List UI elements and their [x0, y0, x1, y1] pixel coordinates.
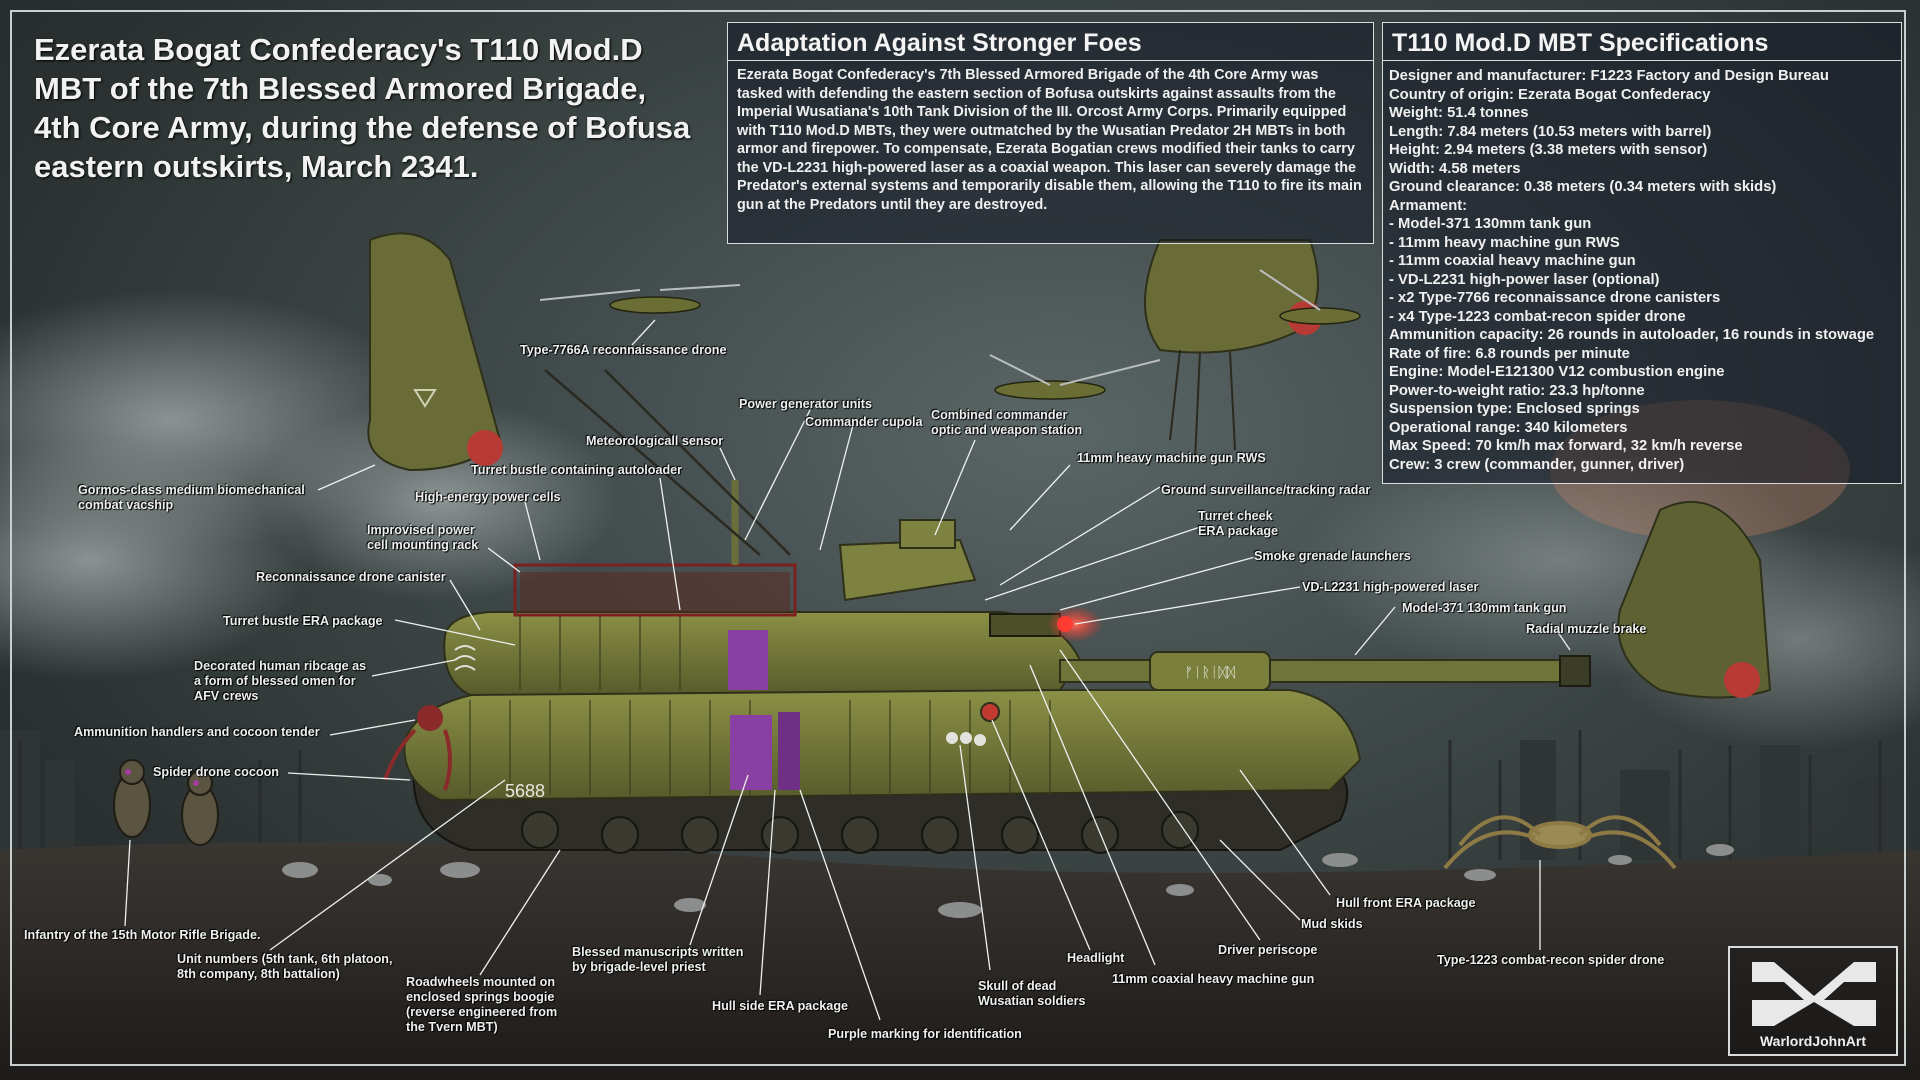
label-coaxial-mg: 11mm coaxial heavy machine gun [1112, 972, 1315, 986]
label-turret-bustle-autoloader: Turret bustle containing autoloader [471, 463, 683, 477]
specs-list: Designer and manufacturer: F1223 Factory… [1383, 61, 1901, 480]
spec-line: - VD-L2231 high-power laser (optional) [1389, 271, 1660, 288]
ground [0, 842, 1920, 1080]
infantry-soldiers [113, 759, 219, 846]
spec-line: Rate of fire: 6.8 rounds per minute [1389, 345, 1630, 362]
label-spider-drone: Type-1223 combat-recon spider drone [1437, 953, 1665, 967]
spec-line: Crew: 3 crew (commander, gunner, driver) [1389, 456, 1685, 473]
label-commander-optic: Combined commander optic and weapon stat… [931, 408, 1083, 437]
specs-heading: T110 Mod.D MBT Specifications [1383, 23, 1901, 61]
spec-line: Engine: Model-E121300 V12 combustion eng… [1389, 364, 1725, 380]
recon-drone-1 [539, 284, 741, 314]
label-smoke-launchers: Smoke grenade launchers [1254, 549, 1411, 563]
label-skull: Skull of dead Wusatian soldiers [978, 979, 1086, 1008]
artist-logo: WarlordJohnArt [1728, 946, 1898, 1056]
leader-lines [124, 319, 1571, 1021]
story-heading: Adaptation Against Stronger Foes [728, 23, 1373, 61]
label-purple-marking: Purple marking for identification [828, 1027, 1022, 1041]
tank-hull [403, 689, 1362, 802]
spec-line: Length: 7.84 meters (10.53 meters with b… [1389, 123, 1712, 140]
recon-drone-3 [1259, 269, 1361, 325]
story-panel: Adaptation Against Stronger Foes Ezerata… [727, 22, 1374, 244]
label-meteorological-sensor: Meteorologicall sensor [586, 434, 724, 448]
vacship-far-right [1617, 500, 1772, 699]
label-power-generator: Power generator units [739, 397, 872, 411]
label-mounting-rack: Improvised power cell mounting rack [367, 523, 479, 552]
main-gun-barrel [1059, 659, 1581, 683]
spec-line: Ground clearance: 0.38 meters (0.34 mete… [1389, 179, 1777, 195]
spec-line: Weight: 51.4 tonnes [1389, 105, 1529, 121]
hull-side-era-package [469, 700, 1051, 795]
spec-line: Designer and manufacturer: F1223 Factory… [1389, 68, 1829, 84]
label-roadwheels: Roadwheels mounted on enclosed springs b… [406, 975, 558, 1034]
label-vacship: Gormos-class medium biomechanical combat… [78, 483, 305, 512]
spec-line: Ammunition capacity: 26 rounds in autolo… [1389, 327, 1875, 343]
spec-line: - 11mm coaxial heavy machine gun [1389, 253, 1636, 269]
label-turret-cheek-era: Turret cheek ERA package [1198, 509, 1279, 538]
antenna-2 [604, 369, 791, 556]
t110-tank: 5688 ᚠᛁᚱᛁᛞᛞ [383, 369, 1591, 854]
story-text: Ezerata Bogat Confederacy's 7th Blessed … [737, 67, 1362, 213]
ammunition-handler [383, 705, 452, 791]
turret-bustle-era-package [519, 615, 681, 690]
label-power-cells: High-energy power cells [415, 490, 561, 504]
label-manuscripts: Blessed manuscripts written by brigade-l… [572, 945, 744, 974]
spec-line: Width: 4.58 meters [1389, 160, 1521, 177]
skull-cluster [946, 732, 986, 746]
rubble-rocks [282, 844, 1734, 918]
purple-marking [730, 715, 772, 790]
spec-line: Max Speed: 70 km/h max forward, 32 km/h … [1389, 438, 1743, 454]
dead-trees [18, 730, 1882, 860]
label-headlight: Headlight [1067, 951, 1125, 965]
label-hull-side-era: Hull side ERA package [712, 999, 849, 1013]
label-hmg-rws: 11mm heavy machine gun RWS [1077, 451, 1266, 465]
label-unit-numbers: Unit numbers (5th tank, 6th platoon, 8th… [177, 952, 393, 981]
radial-muzzle-brake [1559, 655, 1591, 687]
roadwheels [521, 811, 1199, 854]
label-radar: Ground surveillance/tracking radar [1161, 483, 1371, 497]
label-recon-drone: Type-7766A reconnaissance drone [520, 343, 727, 357]
label-ammo-handlers: Ammunition handlers and cocoon tender [74, 725, 320, 739]
spec-line: Operational range: 340 kilometers [1389, 419, 1628, 436]
spec-line: Power-to-weight ratio: 23.3 hp/tonne [1389, 382, 1645, 399]
spec-line: - x2 Type-7766 reconnaissance drone cani… [1389, 290, 1721, 306]
label-ribcage: Decorated human ribcage as a form of ble… [194, 659, 367, 703]
spider-drone [1443, 815, 1677, 870]
page-title: Ezerata Bogat Confederacy's T110 Mod.D M… [34, 32, 691, 184]
label-infantry: Infantry of the 15th Motor Rifle Brigade… [24, 928, 261, 942]
label-muzzle-brake: Radial muzzle brake [1526, 622, 1647, 636]
spec-line: Country of origin: Ezerata Bogat Confede… [1389, 86, 1711, 103]
decorated-ribcage [454, 645, 476, 671]
gun-script-marking: ᚠᛁᚱᛁᛞᛞ [1185, 665, 1236, 681]
hull-unit-number: 5688 [505, 781, 545, 801]
spec-line: - Model-371 130mm tank gun [1389, 216, 1592, 232]
spec-line: Suspension type: Enclosed springs [1389, 401, 1640, 417]
label-mud-skids: Mud skids [1301, 917, 1363, 931]
spec-line: - x4 Type-1223 combat-recon spider drone [1389, 308, 1686, 325]
label-turret-bustle-era: Turret bustle ERA package [223, 614, 383, 628]
label-hull-front-era: Hull front ERA package [1336, 896, 1476, 910]
artist-signature: WarlordJohnArt [1759, 1033, 1867, 1049]
headlight [980, 702, 1000, 722]
label-drone-canister: Reconnaissance drone canister [256, 570, 446, 584]
label-laser: VD-L2231 high-powered laser [1302, 580, 1479, 594]
label-commander-cupola: Commander cupola [805, 415, 923, 429]
label-main-gun: Model-371 130mm tank gun [1402, 601, 1567, 615]
vacship-right [1144, 239, 1322, 461]
specifications-panel: T110 Mod.D MBT Specifications Designer a… [1382, 22, 1902, 484]
spec-line: Armament: [1389, 197, 1468, 214]
spec-line: - 11mm heavy machine gun RWS [1389, 234, 1620, 251]
spec-line: Height: 2.94 meters (3.38 meters with se… [1389, 142, 1708, 158]
label-driver-periscope: Driver periscope [1218, 943, 1318, 957]
power-cell-rack [513, 563, 797, 617]
antenna-1 [544, 369, 761, 556]
artist-logo-icon [1752, 962, 1876, 1026]
vacship-left [367, 232, 503, 472]
recon-drone-2 [989, 354, 1161, 400]
label-spider-cocoon: Spider drone cocoon [153, 765, 279, 779]
